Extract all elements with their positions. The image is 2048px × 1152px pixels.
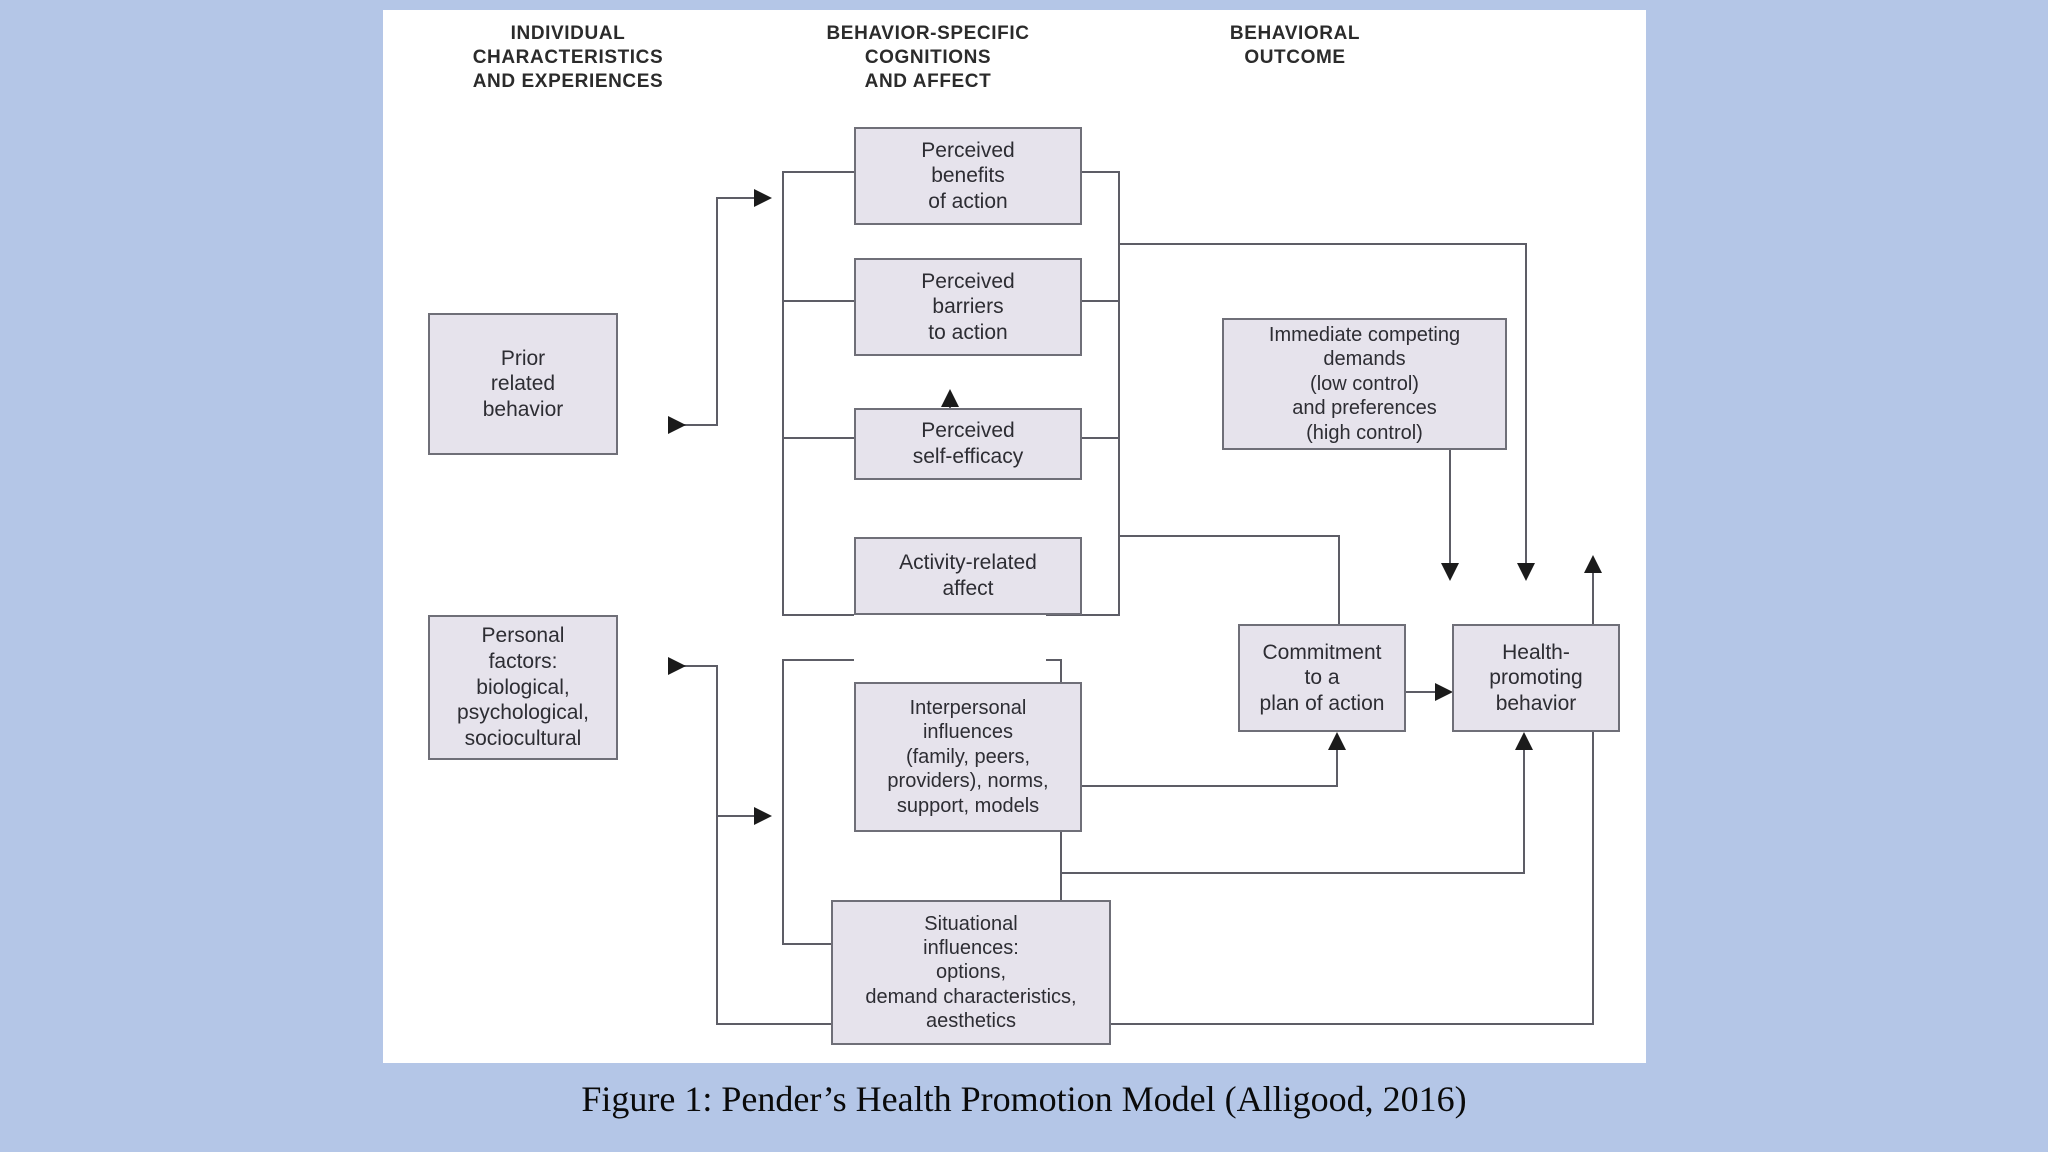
column-heading-outcome: BEHAVIORAL OUTCOME xyxy=(1229,23,1361,68)
connector-personal-feed-h xyxy=(668,665,718,667)
connector-affect-out xyxy=(1046,614,1120,616)
arrowhead-into-commitment-bottom xyxy=(1328,732,1346,750)
connector-lower-bus-vertical xyxy=(782,659,784,945)
connector-stub-interpersonal xyxy=(782,659,854,661)
connector-barriers-out xyxy=(1046,300,1120,302)
box-perceived-barriers[interactable]: Perceived barriers to action xyxy=(854,258,1082,356)
connector-prior-into-bus xyxy=(716,197,766,199)
connector-commitment-down xyxy=(1338,535,1340,656)
box-health-promoting-behavior[interactable]: Health- promoting behavior xyxy=(1452,624,1620,732)
connector-interpersonal-out xyxy=(1046,659,1062,661)
connector-stub-affect xyxy=(782,614,854,616)
connector-benefits-out xyxy=(1046,171,1120,173)
arrowhead-competing-demands-to-behavior xyxy=(1441,563,1459,581)
connector-commitment-to-behavior xyxy=(1406,691,1451,693)
connector-right-bus-vertical xyxy=(1118,171,1120,616)
connector-self-efficacy-out xyxy=(1046,437,1120,439)
connector-right-bus-to-commitment xyxy=(1118,535,1340,537)
box-immediate-competing-demands[interactable]: Immediate competing demands (low control… xyxy=(1222,318,1507,450)
connector-bottom-rail-up xyxy=(1592,571,1594,1025)
connector-bottom-rail xyxy=(716,1023,1594,1025)
box-interpersonal-influences[interactable]: Interpersonal influences (family, peers,… xyxy=(854,682,1082,832)
column-heading-individual: INDIVIDUAL CHARACTERISTICS AND EXPERIENC… xyxy=(472,23,664,92)
connector-prior-feed-v xyxy=(716,197,718,426)
connector-situational-to-behavior-h xyxy=(1060,872,1525,874)
column-heading-cognitions: BEHAVIOR-SPECIFIC COGNITIONS AND AFFECT xyxy=(826,23,1030,92)
arrowhead-into-behavior-bottom xyxy=(1515,732,1533,750)
connector-stub-self-efficacy xyxy=(782,437,854,439)
box-activity-related-affect[interactable]: Activity-related affect xyxy=(854,537,1082,615)
arrowhead-into-lower-cognitions xyxy=(754,807,772,825)
connector-personal-down xyxy=(716,815,718,1025)
connector-far-right-down xyxy=(1525,243,1527,571)
connector-situational-to-behavior-v xyxy=(1523,747,1525,874)
box-commitment-to-plan[interactable]: Commitment to a plan of action xyxy=(1238,624,1406,732)
connector-interpersonal-to-commitment-h xyxy=(1060,785,1338,787)
connector-right-bus-to-far-right xyxy=(1118,243,1527,245)
box-perceived-benefits[interactable]: Perceived benefits of action xyxy=(854,127,1082,225)
arrowhead-far-right-to-behavior xyxy=(1517,563,1535,581)
connector-personal-into-lower-bus xyxy=(716,815,766,817)
connector-stub-benefits xyxy=(782,171,854,173)
arrowhead-personal-factors xyxy=(668,657,686,675)
box-personal-factors[interactable]: Personal factors: biological, psychologi… xyxy=(428,615,618,760)
connector-personal-feed-v xyxy=(716,665,718,817)
figure-caption: Figure 1: Pender’s Health Promotion Mode… xyxy=(581,1079,1467,1119)
connector-interpersonal-to-commitment-v xyxy=(1336,747,1338,787)
arrowhead-commitment-to-behavior xyxy=(1435,683,1453,701)
arrowhead-into-cognitions-top xyxy=(754,189,772,207)
box-situational-influences[interactable]: Situational influences: options, demand … xyxy=(831,900,1111,1045)
connector-competing-demands-down xyxy=(1449,368,1451,571)
figure-panel: INDIVIDUAL CHARACTERISTICS AND EXPERIENC… xyxy=(383,10,1646,1063)
arrowhead-affect-to-self-efficacy xyxy=(941,389,959,407)
connector-prior-feed-h xyxy=(668,424,718,426)
arrowhead-bottom-rail-to-behavior xyxy=(1584,555,1602,573)
connector-left-bus-vertical xyxy=(782,171,784,616)
box-prior-related-behavior[interactable]: Prior related behavior xyxy=(428,313,618,455)
arrowhead-prior-related-behavior xyxy=(668,416,686,434)
connector-stub-situational xyxy=(782,943,854,945)
connector-stub-barriers xyxy=(782,300,854,302)
box-perceived-self-efficacy[interactable]: Perceived self-efficacy xyxy=(854,408,1082,480)
